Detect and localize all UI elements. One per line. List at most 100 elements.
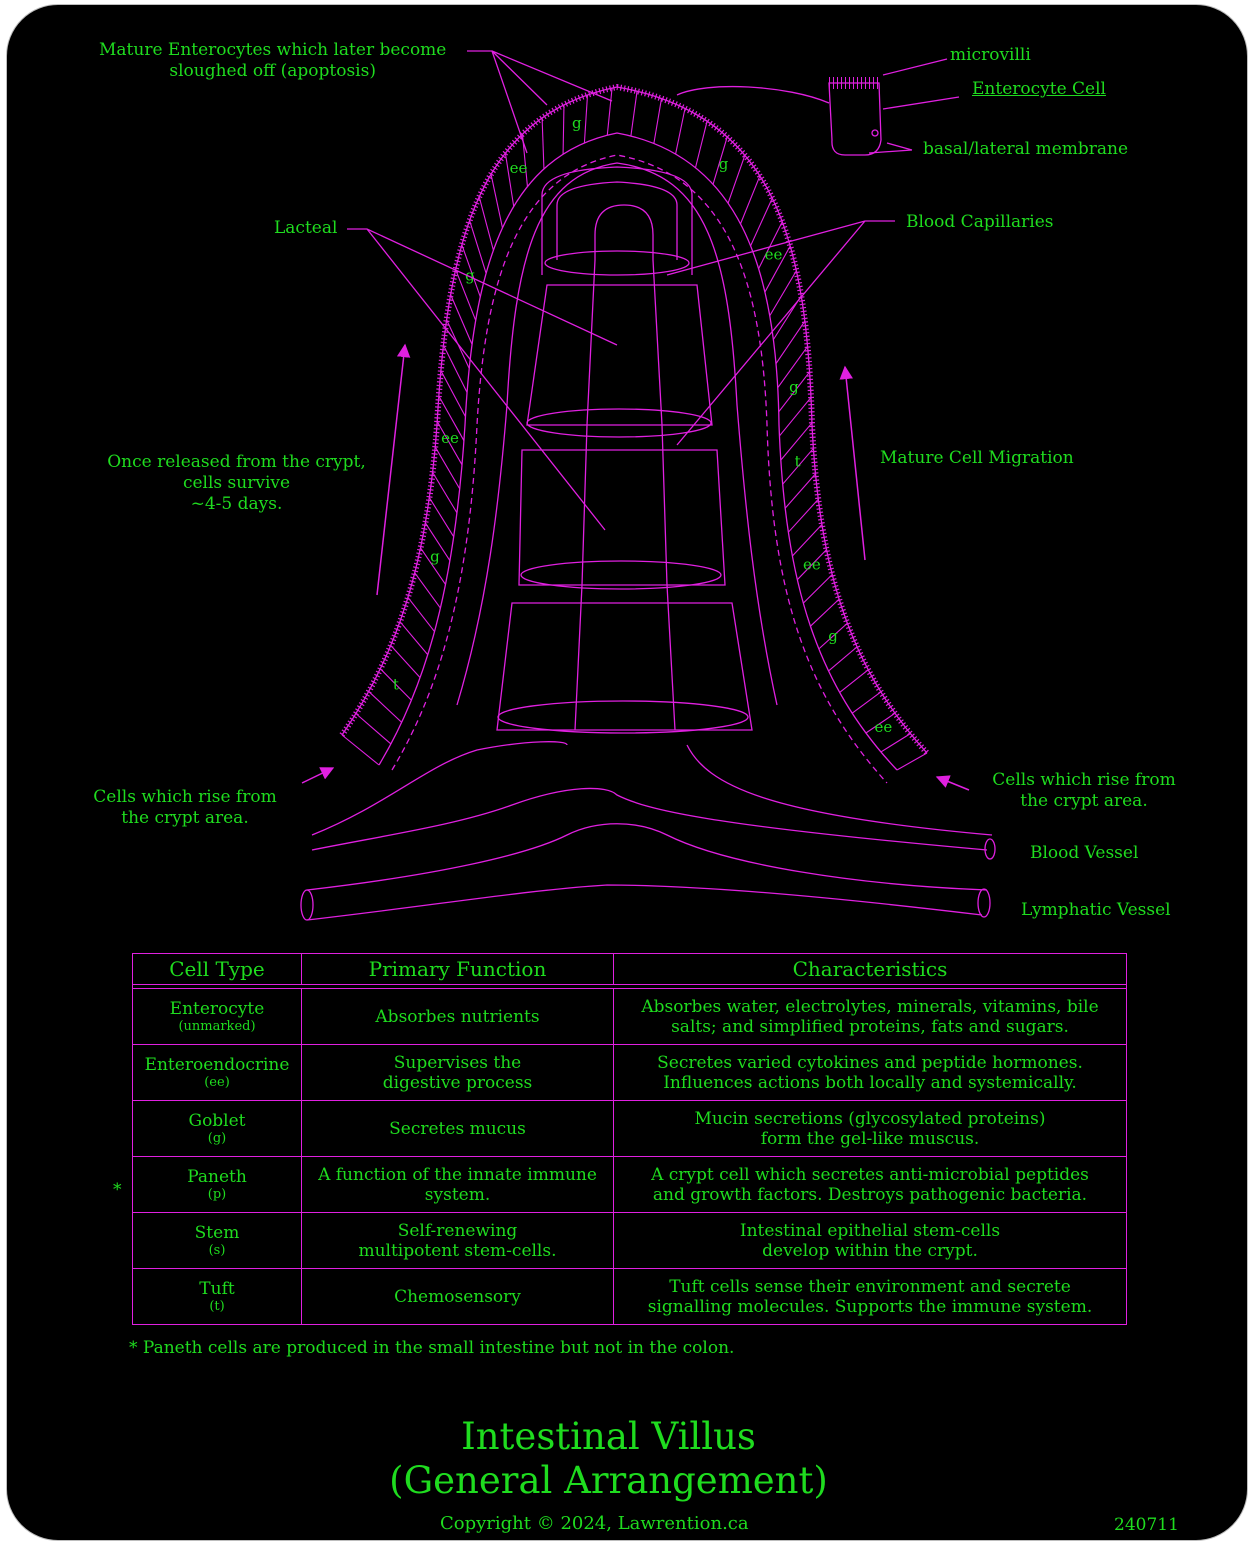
epithelial-cell-wall	[630, 91, 638, 137]
primary-function: Chemosensory	[301, 1268, 614, 1325]
table-row: Stem(s)Self-renewing multipotent stem-ce…	[132, 1212, 1127, 1269]
label-mature-cell-migration: Mature Cell Migration	[880, 448, 1074, 468]
leader-enterocyte	[882, 96, 960, 110]
primary-function: A function of the innate immune system.	[301, 1156, 614, 1213]
leader-capillaries	[666, 220, 895, 446]
epithelial-cell-wall	[562, 104, 565, 155]
table-footnote: * Paneth cells are produced in the small…	[129, 1338, 735, 1358]
epithelial-cell-wall	[436, 421, 463, 466]
label-cells-rise-right: Cells which rise from the crypt area.	[992, 770, 1176, 811]
capillary-box-1	[526, 284, 713, 426]
epithelial-cell-wall	[675, 108, 686, 155]
cell-type-name: Goblet	[188, 1111, 246, 1131]
epithelial-cell-wall	[777, 346, 809, 388]
label-lacteal: Lacteal	[274, 218, 338, 238]
cell-type: Paneth(p)	[132, 1156, 302, 1213]
cell-type-abbr: (unmarked)	[178, 1019, 256, 1034]
enterocyte-inset	[828, 82, 882, 156]
leader-mature	[467, 50, 613, 154]
primary-function: Self-renewing multipotent stem-cells.	[301, 1212, 614, 1269]
epithelial-cell-wall	[434, 446, 461, 490]
epithelial-cell-wall	[775, 320, 806, 364]
migration-arrow-right	[839, 365, 866, 561]
lacteal-channel-right	[652, 259, 676, 731]
epithelial-cell-wall	[399, 621, 429, 656]
epithelial-cell-wall	[461, 244, 481, 297]
epithelial-cell-wall	[712, 136, 728, 185]
lymph-vessel-bottom	[306, 884, 983, 921]
blood-vessel-right	[686, 744, 993, 836]
header-cell-type: Cell Type	[132, 953, 302, 985]
cell-tag-g: g	[789, 378, 799, 396]
epithelial-cell-wall	[414, 572, 441, 609]
paneth-asterisk: *	[113, 1180, 122, 1200]
primary-function: Absorbes nutrients	[301, 988, 614, 1045]
cell-type-name: Enterocyte	[169, 999, 265, 1019]
copyright: Copyright © 2024, Lawrention.ca	[440, 1513, 749, 1534]
label-cells-rise-left: Cells which rise from the crypt area.	[93, 787, 277, 828]
label-lymphatic-vessel: Lymphatic Vessel	[1021, 900, 1171, 920]
title-line-1: Intestinal Villus	[461, 1415, 756, 1458]
cell-tag-g: g	[430, 547, 440, 565]
epithelial-cell-wall	[839, 669, 869, 693]
label-once-released: Once released from the crypt, cells surv…	[107, 452, 366, 514]
cell-basal-edge	[378, 132, 898, 771]
epithelial-cell-wall	[740, 175, 761, 225]
epithelial-cell-wall	[694, 121, 708, 168]
epithelial-cell-wall	[442, 344, 468, 393]
cell-type: Stem(s)	[132, 1212, 302, 1269]
cell-type-abbr: (s)	[208, 1243, 226, 1258]
cell-type: Enterocyte(unmarked)	[132, 988, 302, 1045]
epithelial-cell-wall	[782, 448, 814, 485]
epithelial-cell-wall	[758, 221, 783, 269]
epithelial-cell-wall	[818, 622, 848, 650]
cell-tag-g: g	[828, 627, 838, 645]
blood-vessel-end	[984, 838, 996, 860]
epithelial-cell-wall	[769, 270, 797, 316]
epithelial-cell-wall	[802, 574, 833, 604]
blood-vessel-top	[311, 741, 568, 836]
cell-tag-ee: ee	[875, 718, 893, 736]
epithelial-cell-wall	[606, 87, 613, 136]
label-blood-capillaries: Blood Capillaries	[906, 212, 1054, 232]
cell-tag-ee: ee	[765, 246, 783, 264]
leader-enterocyte-to-villus	[676, 85, 830, 104]
crypt-arrow-right	[935, 775, 970, 791]
crypt-arrow-left	[301, 767, 335, 784]
epithelial-cell-wall	[541, 117, 545, 169]
label-blood-vessel: Blood Vessel	[1030, 843, 1139, 863]
blood-vessel-arc	[311, 787, 988, 851]
epithelial-cell-wall	[407, 597, 435, 632]
leader-basal	[868, 142, 913, 154]
header-characteristics: Characteristics	[613, 953, 1127, 985]
cell-tag-g: g	[719, 155, 729, 173]
epithelial-cell-wall	[778, 371, 811, 413]
epithelial-cell-wall	[880, 733, 911, 753]
table-row: Paneth(p)A function of the innate immune…	[132, 1156, 1127, 1213]
enterocyte-membrane-dot	[871, 129, 879, 137]
epithelial-cell-wall	[865, 712, 896, 734]
epithelial-cell-wall	[828, 646, 858, 672]
title-line-2: (General Arrangement)	[389, 1459, 828, 1502]
epithelial-cell-wall	[810, 598, 840, 627]
header-primary-function: Primary Function	[301, 953, 614, 985]
epithelial-cell-wall	[779, 397, 812, 437]
villus-core	[456, 162, 778, 706]
cell-type: Goblet(g)	[132, 1100, 302, 1157]
capillary-loop-top	[541, 166, 693, 275]
epithelial-cell-wall	[341, 734, 380, 766]
capillary-ring-3	[520, 560, 722, 590]
cell-tag-ee: ee	[803, 556, 821, 574]
epithelial-cell-wall	[455, 269, 477, 321]
epithelial-cell-wall	[504, 153, 515, 207]
lymph-vessel-end	[977, 888, 991, 918]
cell-type: Enteroendocrine(ee)	[132, 1044, 302, 1101]
epithelial-cell-wall	[428, 497, 455, 538]
characteristics: Absorbes water, electrolytes, minerals, …	[613, 988, 1127, 1045]
cell-type-name: Stem	[194, 1223, 240, 1243]
